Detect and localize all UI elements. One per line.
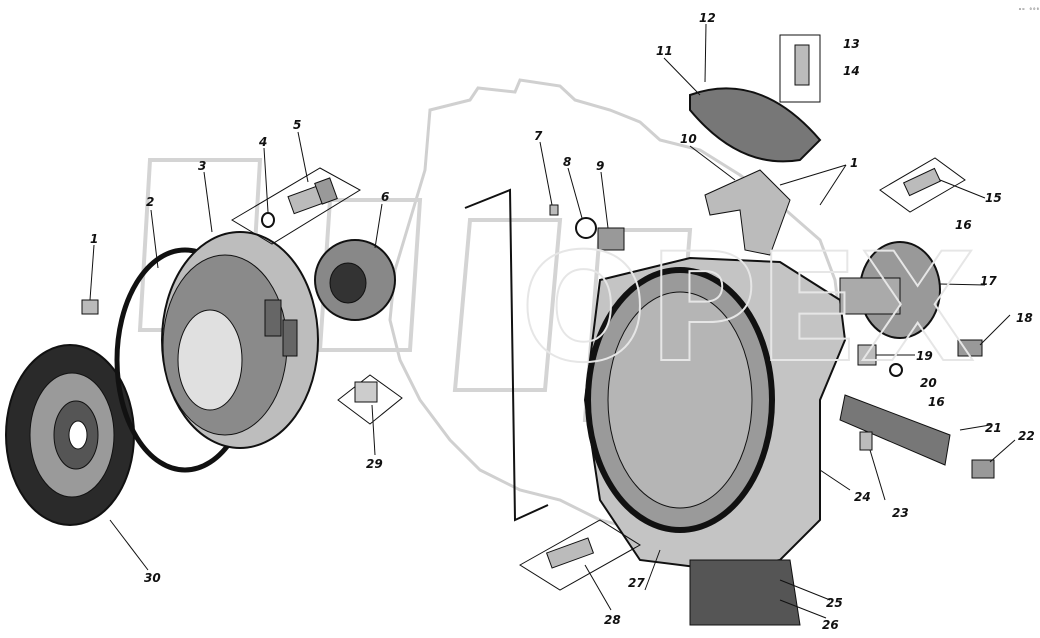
- part-label: 27: [628, 576, 645, 590]
- output-flange: [839, 241, 941, 339]
- bushing-29: [337, 374, 403, 425]
- part-label: 10: [680, 132, 697, 146]
- part-label: 1: [850, 156, 858, 170]
- part-label: 22: [1018, 429, 1035, 443]
- part-label: 5: [293, 118, 301, 132]
- part-label: 17: [980, 274, 997, 288]
- part-label: 21: [985, 421, 1002, 435]
- part-label: 19: [916, 349, 933, 363]
- part-label: 14: [843, 64, 860, 78]
- part-label: 2: [146, 195, 154, 209]
- part-label: 8: [563, 155, 571, 169]
- shaft-21: [839, 394, 951, 466]
- bracket-10: [704, 169, 791, 256]
- part-label: 9: [596, 159, 604, 173]
- part-label: 4: [258, 135, 267, 149]
- part-label: 3: [198, 159, 206, 173]
- watermark-text: ОРЕХ: [520, 222, 976, 396]
- part-label: 16: [955, 218, 972, 232]
- cover-plate-11-12: [689, 87, 822, 163]
- clutch-disc: [5, 344, 135, 526]
- small-fittings: [857, 339, 995, 479]
- bolt-13-14: [779, 34, 821, 103]
- part-label: 16: [928, 395, 945, 409]
- part-label: 26: [822, 618, 839, 632]
- part-label: 15: [985, 191, 1002, 205]
- part-label: 18: [1016, 311, 1033, 325]
- bolt-27-28: [519, 519, 641, 591]
- bearing-6: [314, 239, 396, 321]
- part-label: 28: [604, 613, 621, 627]
- part-label: 25: [826, 596, 843, 610]
- corner-mark: ᵃᵒ ⁰⁰⁰: [1018, 7, 1040, 14]
- main-housing: [583, 256, 847, 626]
- part-label: 11: [656, 44, 673, 58]
- bolt-and-washer-left: [231, 167, 361, 245]
- part-label: 1: [90, 232, 98, 246]
- leader-lines: [89, 23, 1016, 619]
- small-nut-left: [81, 299, 99, 315]
- dipstick-rod: [464, 188, 549, 522]
- part-label: 6: [381, 190, 389, 204]
- part-label: 20: [920, 376, 937, 390]
- housing-plate: [161, 231, 319, 449]
- part-label: 29: [366, 457, 383, 471]
- bolt-15-16: [879, 157, 966, 213]
- part-label: 7: [534, 129, 543, 143]
- part-label: 30: [144, 571, 161, 585]
- part-label: 23: [892, 506, 909, 520]
- part-label: 24: [854, 490, 871, 504]
- part-label: 13: [843, 37, 860, 51]
- part-labels: 1 2 3 4 5 6 1 7 8 9 10 11 12 13 14 15 16…: [90, 11, 1035, 632]
- small-parts-7-8-9: [549, 204, 625, 251]
- part-label: 12: [699, 11, 716, 25]
